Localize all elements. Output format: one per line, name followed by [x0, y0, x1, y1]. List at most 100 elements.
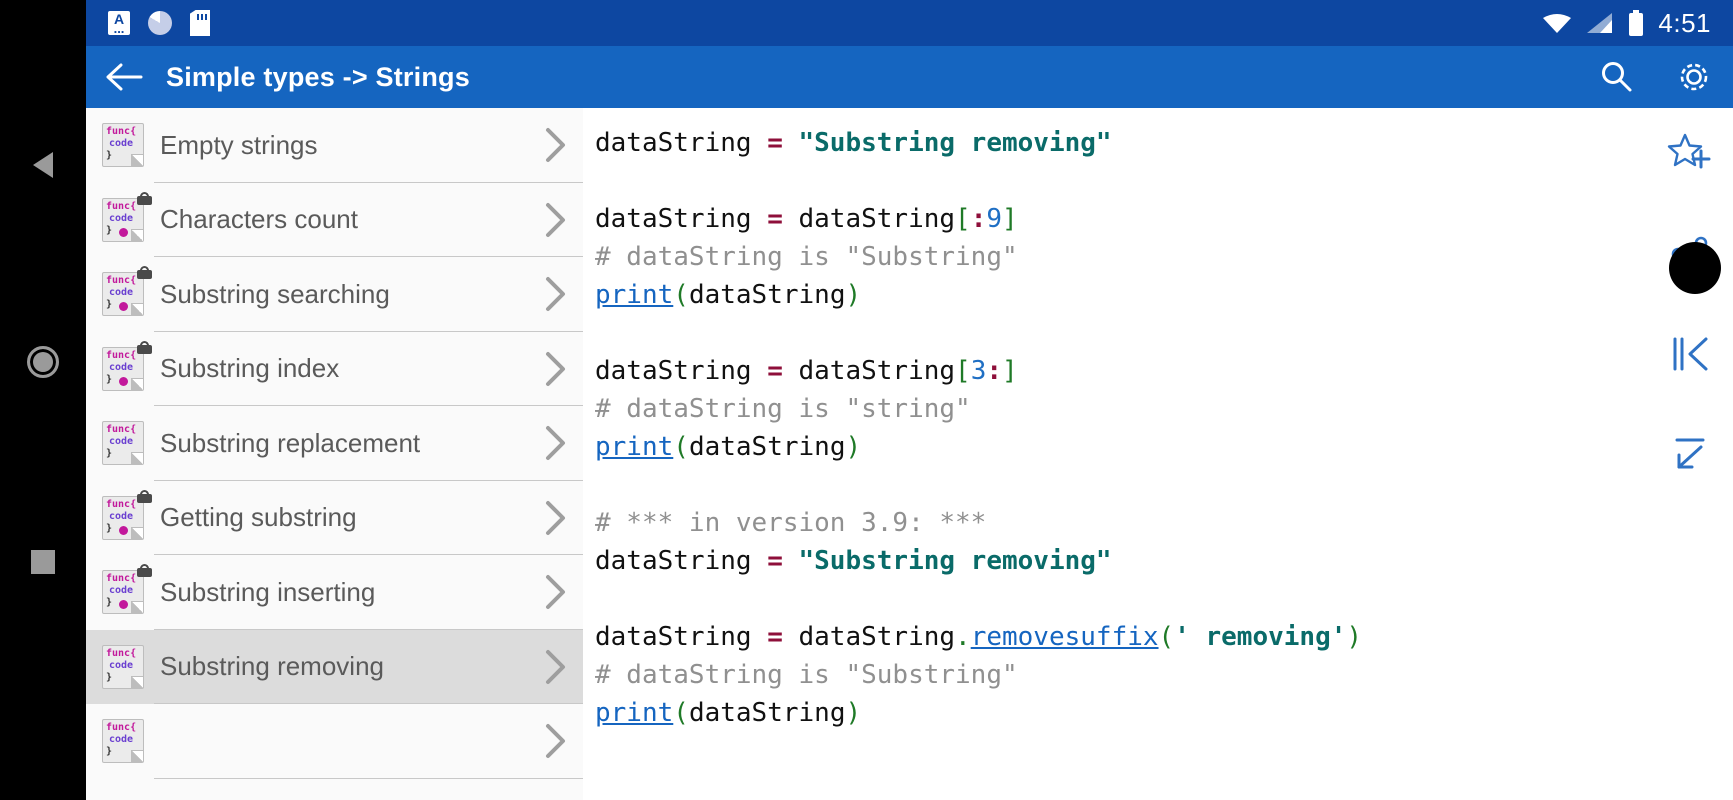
chevron-right-icon	[529, 275, 583, 313]
gear-icon	[1680, 63, 1708, 91]
code-line: print(dataString)	[595, 280, 861, 310]
lock-icon	[137, 564, 152, 578]
wifi-icon	[1543, 14, 1572, 33]
code-line: dataString = dataString[:9]	[595, 204, 1018, 234]
code-document-icon: func{code}	[102, 564, 152, 615]
code-token-link[interactable]: print	[595, 280, 674, 310]
keyboard-icon-dots: ...	[113, 21, 125, 36]
code-token-plain: dataString	[782, 356, 956, 386]
icon-line-brace: }	[106, 150, 113, 162]
code-token-punc: (	[673, 432, 689, 462]
icon-line-func: func{	[106, 200, 137, 212]
status-bar-left-icons: A ...	[86, 10, 210, 36]
sidebar-item-label: Characters count	[160, 204, 358, 235]
sidebar-item-getting-substring[interactable]: func{code}Getting substring	[86, 480, 583, 555]
lock-icon	[137, 191, 152, 205]
sync-icon	[148, 11, 172, 35]
code-token-link[interactable]: print	[595, 698, 674, 728]
nav-recents-button[interactable]	[0, 540, 86, 584]
sidebar-item-substring-searching[interactable]: func{code} Substring searching	[86, 257, 583, 332]
previous-button[interactable]	[1662, 326, 1718, 382]
code-token-cmt: # dataString is "Substring"	[595, 660, 1018, 690]
code-line: dataString = dataString[3:]	[595, 356, 1018, 386]
code-token-plain: dataString	[595, 622, 768, 652]
arrow-back-icon	[106, 63, 143, 91]
icon-line-code: code	[109, 138, 134, 150]
code-token-plain: dataString	[595, 204, 768, 234]
code-line: # *** in version 3.9: ***	[595, 508, 986, 538]
code-document-icon: func{code}	[102, 719, 144, 764]
nav-home-button[interactable]	[0, 340, 86, 384]
code-token-plain	[783, 546, 799, 576]
code-token-op: :	[970, 204, 987, 234]
code-token-link[interactable]: print	[595, 432, 674, 462]
code-line: dataString = "Substring removing"	[595, 128, 1112, 158]
chevron-right-icon	[529, 722, 583, 760]
list-divider	[154, 256, 583, 257]
sidebar-item-empty-strings[interactable]: func{code}Empty strings	[86, 108, 583, 183]
code-token-punc: )	[845, 432, 862, 462]
battery-icon	[1629, 10, 1644, 36]
icon-line-brace: }	[106, 671, 113, 683]
list-divider	[154, 181, 583, 183]
icon-line-brace: }	[106, 597, 113, 609]
sidebar-item-substring-index[interactable]: func{code}Substring index	[86, 331, 583, 406]
code-line: dataString = "Substring removing"	[595, 546, 1112, 576]
status-dot	[119, 227, 128, 237]
code-token-punc: (	[673, 280, 689, 310]
code-token-punc: )	[845, 280, 862, 310]
code-token-link[interactable]: removesuffix	[970, 622, 1159, 652]
sidebar-item-substring-removing[interactable]: func{code}Substring removing	[86, 629, 583, 704]
code-token-op: =	[767, 128, 783, 158]
code-token-op: =	[767, 546, 783, 576]
code-token-brk: [	[955, 356, 971, 386]
code-token-punc: (	[673, 698, 689, 728]
sidebar-item-characters-count[interactable]: func{code}Characters count	[86, 182, 583, 257]
code-token-str: "Substring removing"	[798, 128, 1112, 158]
icon-line-func: func{	[106, 722, 137, 734]
code-token-op: =	[767, 622, 783, 652]
icon-line-code: code	[109, 510, 134, 522]
recents-square-icon	[31, 550, 55, 574]
code-document-icon: func{code}	[102, 123, 144, 168]
app-bar: Simple types -> Strings	[86, 46, 1733, 108]
sidebar-item-substring-replacement[interactable]: func{code}Substring replacement	[86, 406, 583, 481]
sidebar-item-label: Substring removing	[160, 651, 384, 682]
lock-icon	[137, 266, 152, 280]
chevron-right-icon	[529, 499, 583, 537]
collapse-button[interactable]	[1662, 426, 1718, 482]
settings-button[interactable]	[1655, 58, 1733, 96]
status-bar: A ... 4:51	[86, 0, 1733, 46]
icon-line-brace: }	[106, 746, 113, 758]
code-viewer[interactable]: dataString = "Substring removing" dataSt…	[583, 108, 1733, 800]
list-divider	[154, 330, 583, 332]
code-token-cmt: # dataString is "Substring"	[595, 242, 1018, 272]
sidebar-item-substring-inserting[interactable]: func{code} Substring inserting	[86, 555, 583, 630]
code-token-punc: (	[1158, 622, 1175, 652]
add-to-favorites-button[interactable]	[1662, 126, 1718, 182]
sidebar-item-label: Substring inserting	[160, 576, 376, 607]
code-token-cmt: # dataString is "string"	[595, 394, 971, 424]
icon-line-code: code	[109, 212, 134, 224]
back-button[interactable]	[86, 61, 162, 93]
code-line: print(dataString)	[595, 698, 861, 728]
list-divider	[154, 703, 583, 704]
search-button[interactable]	[1577, 60, 1655, 94]
status-dot	[119, 376, 128, 386]
icon-line-brace: }	[106, 299, 113, 311]
code-token-str: "Substring removing"	[798, 546, 1112, 576]
sidebar-item-partial-8[interactable]: func{code}	[86, 704, 583, 779]
code-token-brk: ]	[1002, 204, 1018, 234]
sidebar-item-label: Substring searching	[160, 278, 390, 309]
code-token-op: :	[986, 356, 1002, 386]
code-token-plain: dataString	[688, 698, 846, 728]
lock-icon	[137, 489, 152, 503]
code-line: # dataString is "Substring"	[595, 660, 1018, 690]
page-title: Simple types -> Strings	[166, 61, 470, 92]
icon-line-code: code	[109, 436, 134, 448]
nav-back-button[interactable]	[0, 145, 86, 185]
chevron-right-icon	[529, 573, 583, 611]
code-document-icon: func{code}	[102, 266, 152, 317]
